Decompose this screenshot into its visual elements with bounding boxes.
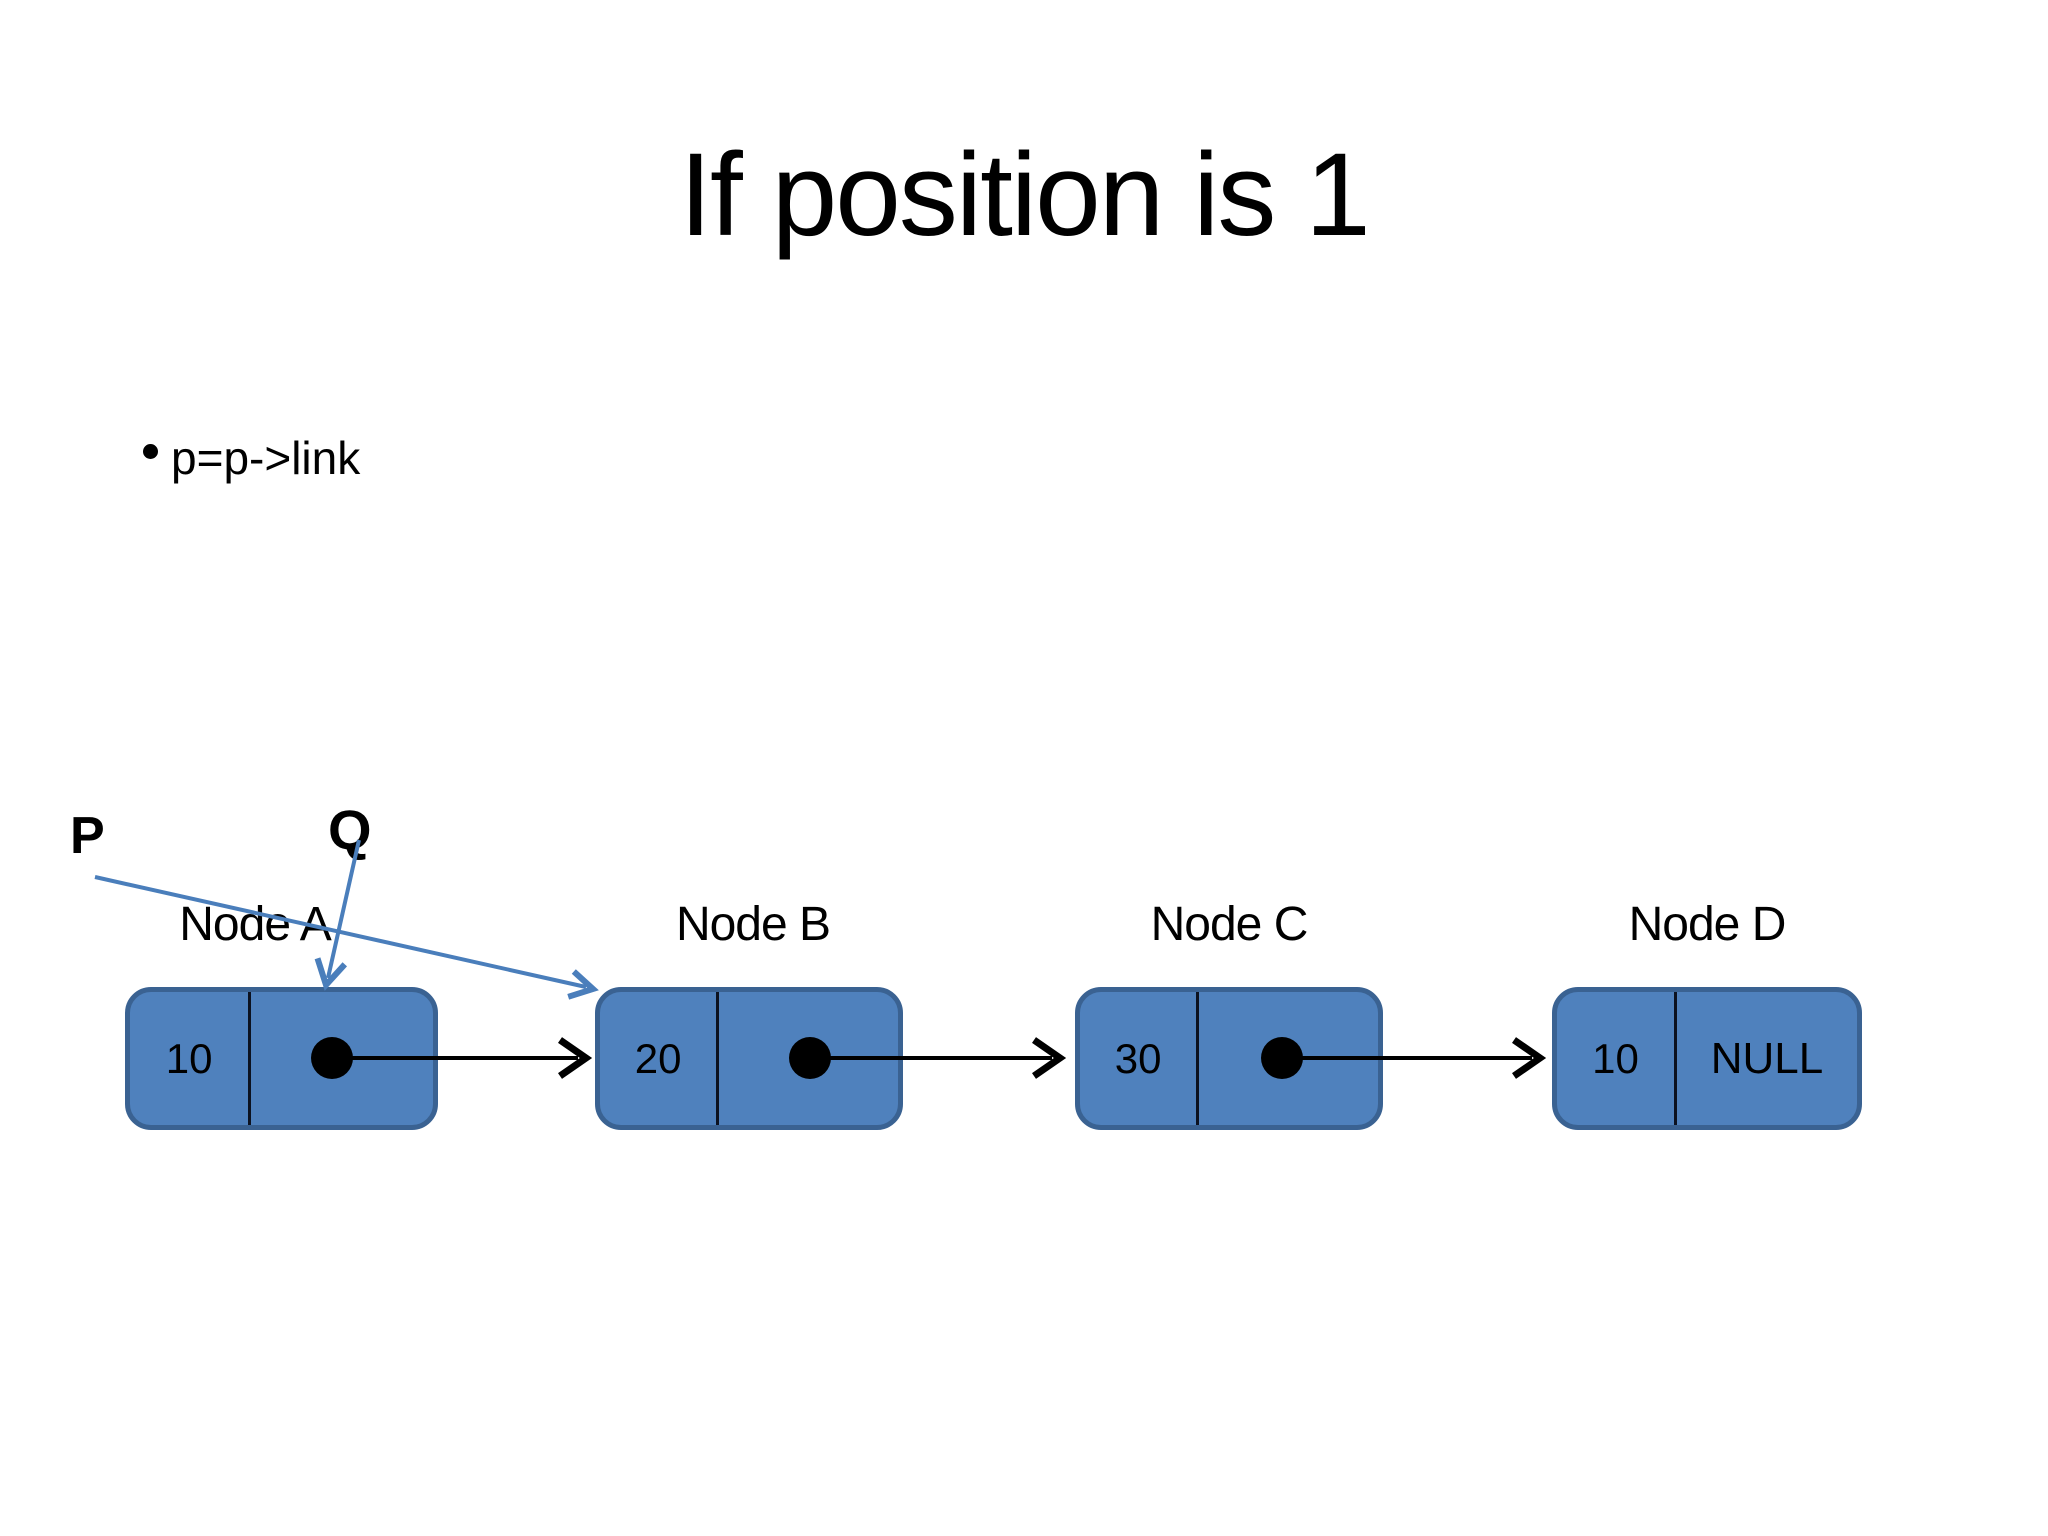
- pointer-p-arrowhead-icon: [567, 969, 599, 1000]
- node-d-value: 10: [1592, 1034, 1639, 1082]
- node-b-box: 20: [595, 987, 903, 1130]
- node-d-box: 10 NULL: [1552, 987, 1862, 1130]
- node-a-divider: [248, 992, 252, 1125]
- node-a-label: Node A: [179, 898, 331, 951]
- node-b-label: Node B: [675, 898, 831, 951]
- node-a-link-cell: [251, 992, 433, 1125]
- node-c-box: 30: [1075, 987, 1383, 1130]
- pointer-q-label: Q: [328, 798, 372, 861]
- slide-title: If position is 1: [679, 129, 1370, 261]
- bullet-text: p=p->link: [171, 432, 361, 484]
- node-d-divider: [1674, 992, 1677, 1125]
- node-d-null-label: NULL: [1710, 1033, 1824, 1083]
- node-a-value: 10: [165, 1034, 213, 1082]
- node-c-label: Node C: [1150, 898, 1309, 951]
- node-c-link-cell: [1199, 992, 1378, 1125]
- pointer-q-arrowhead-icon: [314, 957, 348, 991]
- link-arrow-b-c-arrowhead-icon: [1032, 1037, 1067, 1079]
- node-c-divider: [1196, 992, 1200, 1125]
- node-a-box: 10: [125, 987, 438, 1130]
- pointer-p-label: P: [70, 807, 105, 865]
- link-arrow-c-d-arrowhead-icon: [1512, 1037, 1547, 1079]
- node-b-divider: [716, 992, 720, 1125]
- node-b-link-cell: [719, 992, 898, 1125]
- link-arrow-a-b-arrowhead-icon: [558, 1037, 593, 1079]
- bullet-dot-icon: [143, 444, 158, 459]
- node-b-value: 20: [634, 1034, 682, 1082]
- node-d-label: Node D: [1628, 898, 1787, 951]
- node-c-value: 30: [1114, 1034, 1162, 1082]
